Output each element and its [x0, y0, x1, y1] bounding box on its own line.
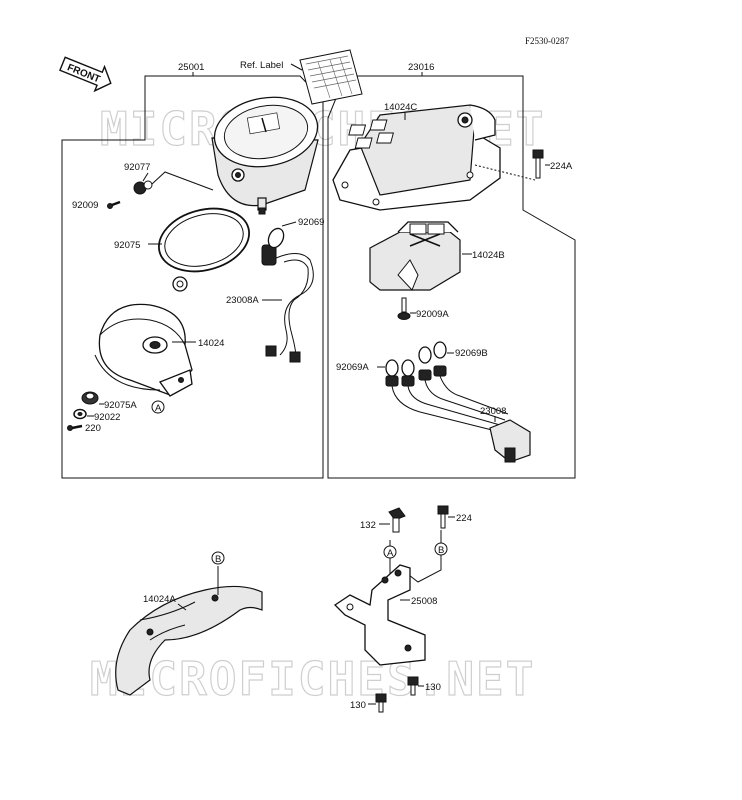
label-92075A: 92075A	[104, 400, 137, 411]
label-25001: 25001	[178, 62, 204, 73]
bolt-224A-icon	[532, 149, 544, 179]
label-23008: 23008	[480, 406, 506, 417]
marker-A-bottom-text: A	[387, 548, 394, 559]
label-23016: 23016	[408, 62, 434, 73]
label-92069: 92069	[298, 217, 324, 228]
label-224: 224	[456, 513, 472, 524]
label-25008: 25008	[411, 596, 437, 607]
meter-cover-14024-icon	[94, 303, 193, 397]
grommet-92075A-icon	[81, 391, 99, 405]
front-arrow-icon: FRONT	[59, 56, 112, 93]
label-130-bottom: 130	[350, 700, 366, 711]
marker-A-left	[151, 400, 165, 414]
bracket-25008-icon	[333, 564, 426, 666]
marker-B-cover	[211, 551, 225, 565]
grommet-92077-icon	[133, 180, 153, 195]
screw-130-bottom-icon	[375, 693, 387, 713]
label-14024C: 14024C	[384, 102, 417, 113]
screw-130-right-icon	[407, 676, 419, 696]
washer-92022-icon	[73, 408, 87, 420]
speedometer-icon	[211, 96, 319, 215]
ref-label-sticker	[299, 49, 363, 105]
screw-92009-icon	[107, 200, 121, 209]
housing-assembly-frame	[327, 75, 576, 479]
label-14024: 14024	[198, 338, 224, 349]
bulb-92069-icon	[261, 227, 285, 266]
indicator-housing-14024C-icon	[332, 104, 501, 211]
cover-14024A-icon	[115, 585, 263, 696]
watermark-bottom: MICROFICHES.NET	[90, 652, 535, 706]
ref-label-text: Ref. Label	[240, 60, 283, 71]
harness-23008-icon	[391, 375, 531, 463]
label-92022: 92022	[94, 412, 120, 423]
label-92075: 92075	[114, 240, 140, 251]
diagram-code: F2530-0287	[525, 36, 570, 46]
label-224A: 224A	[550, 161, 573, 172]
label-92077: 92077	[124, 162, 150, 173]
label-14024B: 14024B	[472, 250, 505, 261]
screw-92009A-icon	[397, 297, 411, 320]
marker-B-bottom-text: B	[438, 545, 444, 556]
meter-assembly-frame	[61, 75, 324, 479]
bolt-224-icon	[437, 505, 449, 529]
label-14024A: 14024A	[143, 594, 176, 605]
label-92069B: 92069B	[455, 348, 488, 359]
marker-B-cover-text: B	[215, 554, 221, 565]
label-220: 220	[85, 423, 101, 434]
screw-220-icon	[67, 424, 83, 431]
wiring-23008A-icon	[265, 253, 314, 363]
label-92009A: 92009A	[416, 309, 449, 320]
ring-92075-icon	[157, 207, 251, 292]
label-92009: 92009	[72, 200, 98, 211]
bolt-132-icon	[388, 507, 406, 533]
marker-A-left-text: A	[155, 403, 162, 414]
bulbs-92069-icon	[385, 341, 447, 387]
label-92069A: 92069A	[336, 362, 369, 373]
label-23008A: 23008A	[226, 295, 259, 306]
socket-holder-14024B-icon	[369, 221, 461, 291]
label-130-right: 130	[425, 682, 441, 693]
label-132: 132	[360, 520, 376, 531]
